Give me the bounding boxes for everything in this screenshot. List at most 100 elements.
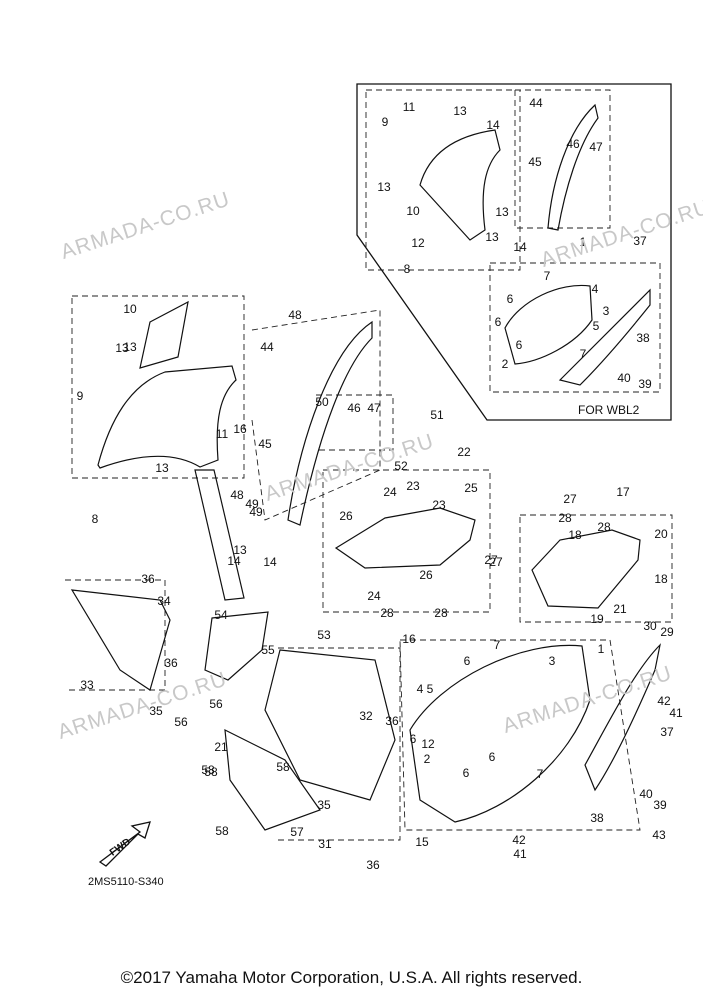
callout-37: 37 — [633, 234, 647, 248]
callout-13: 13 — [453, 104, 467, 118]
callout-56: 56 — [174, 715, 188, 729]
callout-39: 39 — [653, 798, 667, 812]
callout-13: 13 — [233, 543, 247, 557]
side-stripe-panel-shape — [584, 643, 661, 792]
callout-25: 25 — [464, 481, 478, 495]
side-cover-shape — [531, 529, 641, 609]
callout-32: 32 — [359, 709, 373, 723]
callout-58: 58 — [276, 760, 290, 774]
callout-23: 23 — [406, 479, 420, 493]
callout-58: 58 — [204, 765, 218, 779]
callout-28: 28 — [597, 520, 611, 534]
callout-19: 19 — [590, 612, 604, 626]
callout-47: 47 — [367, 401, 381, 415]
callout-3: 3 — [549, 654, 556, 668]
callout-14: 14 — [486, 118, 500, 132]
callout-48: 48 — [288, 308, 302, 322]
group-outline-inset-side — [514, 89, 611, 229]
callout-51: 51 — [430, 408, 444, 422]
callout-54: 54 — [214, 608, 228, 622]
callout-20: 20 — [654, 527, 668, 541]
callout-13: 13 — [115, 341, 129, 355]
callout-48: 48 — [230, 488, 244, 502]
group-outline-lower-middle — [278, 647, 401, 841]
part-shapes — [70, 103, 661, 831]
group-outline-inset-lower — [489, 262, 661, 393]
callout-21: 21 — [214, 740, 228, 754]
callout-4: 4 — [417, 682, 424, 696]
group-outline-side-cover — [519, 514, 673, 623]
callout-6: 6 — [495, 315, 502, 329]
callout-24: 24 — [367, 589, 381, 603]
callout-13: 13 — [495, 205, 509, 219]
callout-2: 2 — [424, 752, 431, 766]
side-panel-shape — [287, 320, 373, 526]
callout-4: 4 — [592, 282, 599, 296]
callout-14: 14 — [513, 240, 527, 254]
group-outline-inset-upper — [365, 89, 521, 271]
callout-6: 6 — [516, 338, 523, 352]
callout-39: 39 — [638, 377, 652, 391]
callout-27: 27 — [489, 555, 503, 569]
callout-13: 13 — [155, 461, 169, 475]
callout-6: 6 — [410, 732, 417, 746]
callout-33: 33 — [80, 678, 94, 692]
callout-7: 7 — [544, 269, 551, 283]
callout-50: 50 — [315, 395, 329, 409]
callout-38: 38 — [636, 331, 650, 345]
callout-24: 24 — [383, 485, 397, 499]
callout-46: 46 — [566, 137, 580, 151]
callout-57: 57 — [290, 825, 304, 839]
callout-47: 47 — [589, 140, 603, 154]
callout-52: 52 — [394, 459, 408, 473]
callout-11: 11 — [403, 100, 416, 114]
callout-21: 21 — [613, 602, 627, 616]
callout-44: 44 — [529, 96, 543, 110]
callout-12: 12 — [411, 236, 425, 250]
callout-44: 44 — [260, 340, 274, 354]
callout-12: 12 — [421, 737, 435, 751]
callout-26: 26 — [419, 568, 433, 582]
copyright-notice: ©2017 Yamaha Motor Corporation, U.S.A. A… — [120, 968, 583, 987]
callout-6: 6 — [464, 654, 471, 668]
variant-inset-frame — [356, 83, 672, 421]
main-side-cowl-shape — [409, 644, 591, 823]
callout-40: 40 — [639, 787, 653, 801]
callout-36: 36 — [141, 572, 155, 586]
group-outline-upper-cowl — [71, 295, 245, 479]
callout-31: 31 — [318, 837, 332, 851]
callout-26: 26 — [339, 509, 353, 523]
callout-49: 49 — [249, 505, 263, 519]
callout-7: 7 — [580, 347, 587, 361]
under-cowl-shape — [264, 649, 396, 801]
callout-16: 16 — [402, 632, 416, 646]
callout-3: 3 — [603, 304, 610, 318]
callout-40: 40 — [617, 371, 631, 385]
callout-41: 41 — [669, 706, 683, 720]
callout-10: 10 — [406, 204, 420, 218]
group-outline-lower-right — [399, 639, 641, 831]
upper-cowl-shape — [97, 365, 237, 469]
belly-pan-shape — [224, 728, 321, 831]
callout-8: 8 — [404, 262, 411, 276]
callout-41: 41 — [513, 847, 527, 861]
callout-58: 58 — [215, 824, 229, 838]
callout-36: 36 — [385, 714, 399, 728]
callout-6: 6 — [489, 750, 496, 764]
callout-43: 43 — [652, 828, 666, 842]
inset-stripe-panel-shape — [558, 288, 651, 386]
variant-label: FOR WBL2 — [578, 403, 640, 417]
callout-22: 22 — [457, 445, 471, 459]
callout-34: 34 — [157, 594, 171, 608]
group-outline-air-duct — [322, 469, 491, 613]
callout-13: 13 — [485, 230, 499, 244]
air-duct-shape — [334, 507, 476, 569]
catalog-code: 2MS5110-S340 — [88, 876, 164, 888]
lower-left-cowl-shape — [70, 589, 171, 691]
fwd-arrow-icon — [98, 821, 151, 867]
callout-35: 35 — [317, 798, 331, 812]
callout-45: 45 — [258, 437, 272, 451]
group-outline-bracket — [316, 394, 394, 451]
